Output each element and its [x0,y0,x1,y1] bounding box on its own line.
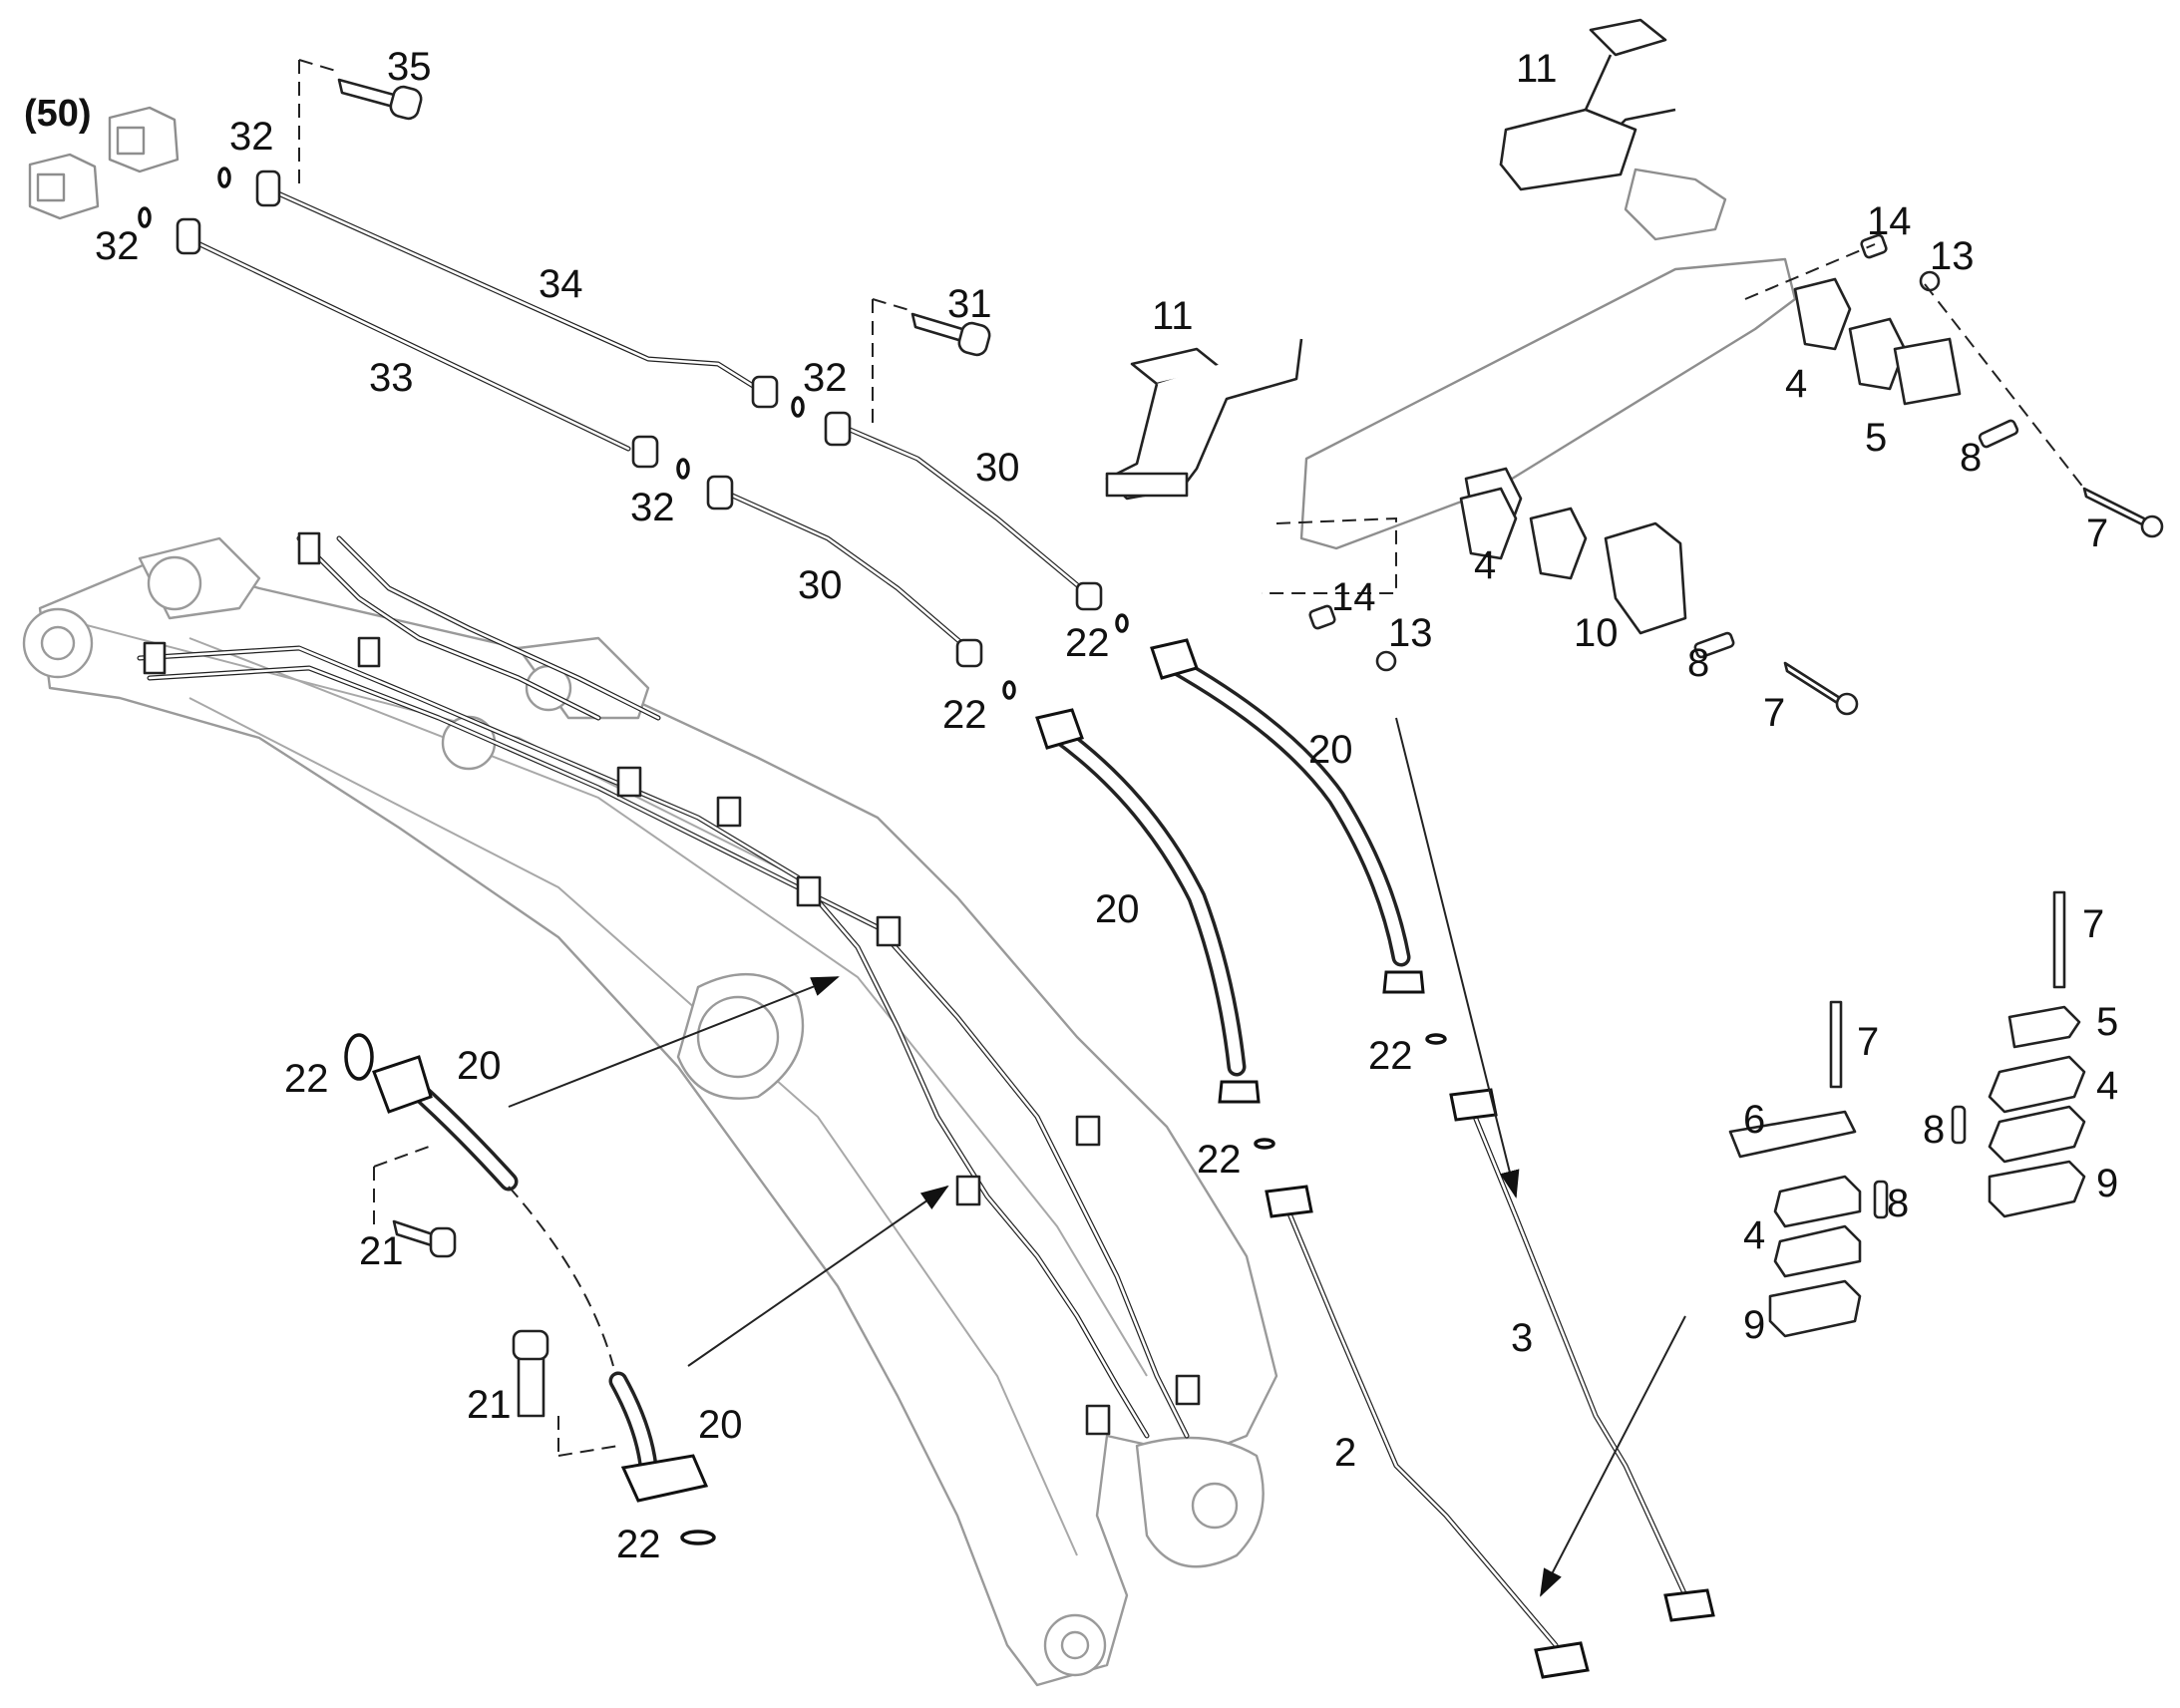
callout-4: 4 [1474,543,1496,587]
hoses-20 [1035,638,1447,1150]
callout-35: 35 [387,45,432,89]
callout-11: 11 [1152,294,1194,338]
callout-13: 13 [1388,611,1433,655]
callout-5: 5 [2096,1000,2118,1044]
callout-21: 21 [467,1383,512,1427]
callout-31: 31 [947,282,992,326]
callout-32: 32 [95,224,140,268]
screw-35 [298,59,423,189]
callout-9: 9 [2096,1162,2118,1205]
callout-8: 8 [1887,1182,1909,1225]
callout-22: 22 [1368,1034,1413,1078]
callout-7: 7 [2082,902,2104,946]
callout-32: 32 [803,356,848,400]
callout-22: 22 [1065,621,1110,665]
callout-4: 4 [2096,1064,2118,1108]
hose-detail [344,1033,716,1545]
callout-32: 32 [229,115,274,159]
excavator-boom [22,531,1278,1687]
callout-20: 20 [457,1044,502,1088]
callout-9: 9 [1743,1303,1765,1347]
callout-4: 4 [1743,1213,1765,1257]
callout-5: 5 [1865,416,1887,460]
callout-33: 33 [369,356,414,400]
leader-arrows [508,717,1686,1597]
callout-20: 20 [1308,728,1353,772]
clamp-stack-left [1728,1000,1889,1338]
callout-34: 34 [539,262,583,306]
callout-14: 14 [1867,199,1912,243]
callout-30: 30 [798,563,843,607]
pipes-upper [138,167,1129,700]
callout-10: 10 [1574,611,1619,655]
callout-20: 20 [698,1403,743,1447]
callout-20: 20 [1095,887,1140,931]
callout-7: 7 [1857,1020,1879,1064]
callout-22: 22 [942,693,987,737]
callout-8: 8 [1923,1108,1945,1152]
callout-8: 8 [1960,436,1982,480]
callout-50: (50) [24,93,92,135]
callout-32: 32 [630,486,675,529]
callout-4: 4 [1785,362,1807,406]
clamp-stack-right [1951,890,2086,1218]
screw-31 [872,298,991,429]
callout-6: 6 [1743,1098,1765,1142]
callout-11: 11 [1516,47,1558,91]
callout-22: 22 [284,1057,329,1101]
pipes-2-3 [1265,1088,1715,1679]
connector-blocks [28,106,180,220]
callout-14: 14 [1331,575,1376,619]
mounting-bracket-assembly [1105,18,2164,716]
callout-22: 22 [616,1523,661,1566]
callout-7: 7 [1763,691,1785,735]
callout-2: 2 [1334,1431,1356,1475]
callout-7: 7 [2086,512,2108,555]
callout-21: 21 [359,1229,404,1273]
callout-30: 30 [975,446,1020,490]
callout-22: 22 [1197,1138,1242,1182]
callout-labels: (50) 35 32 32 34 33 31 32 32 30 30 22 22… [24,45,2118,1566]
callout-13: 13 [1930,234,1975,278]
callout-8: 8 [1687,641,1709,685]
callout-3: 3 [1511,1316,1533,1360]
